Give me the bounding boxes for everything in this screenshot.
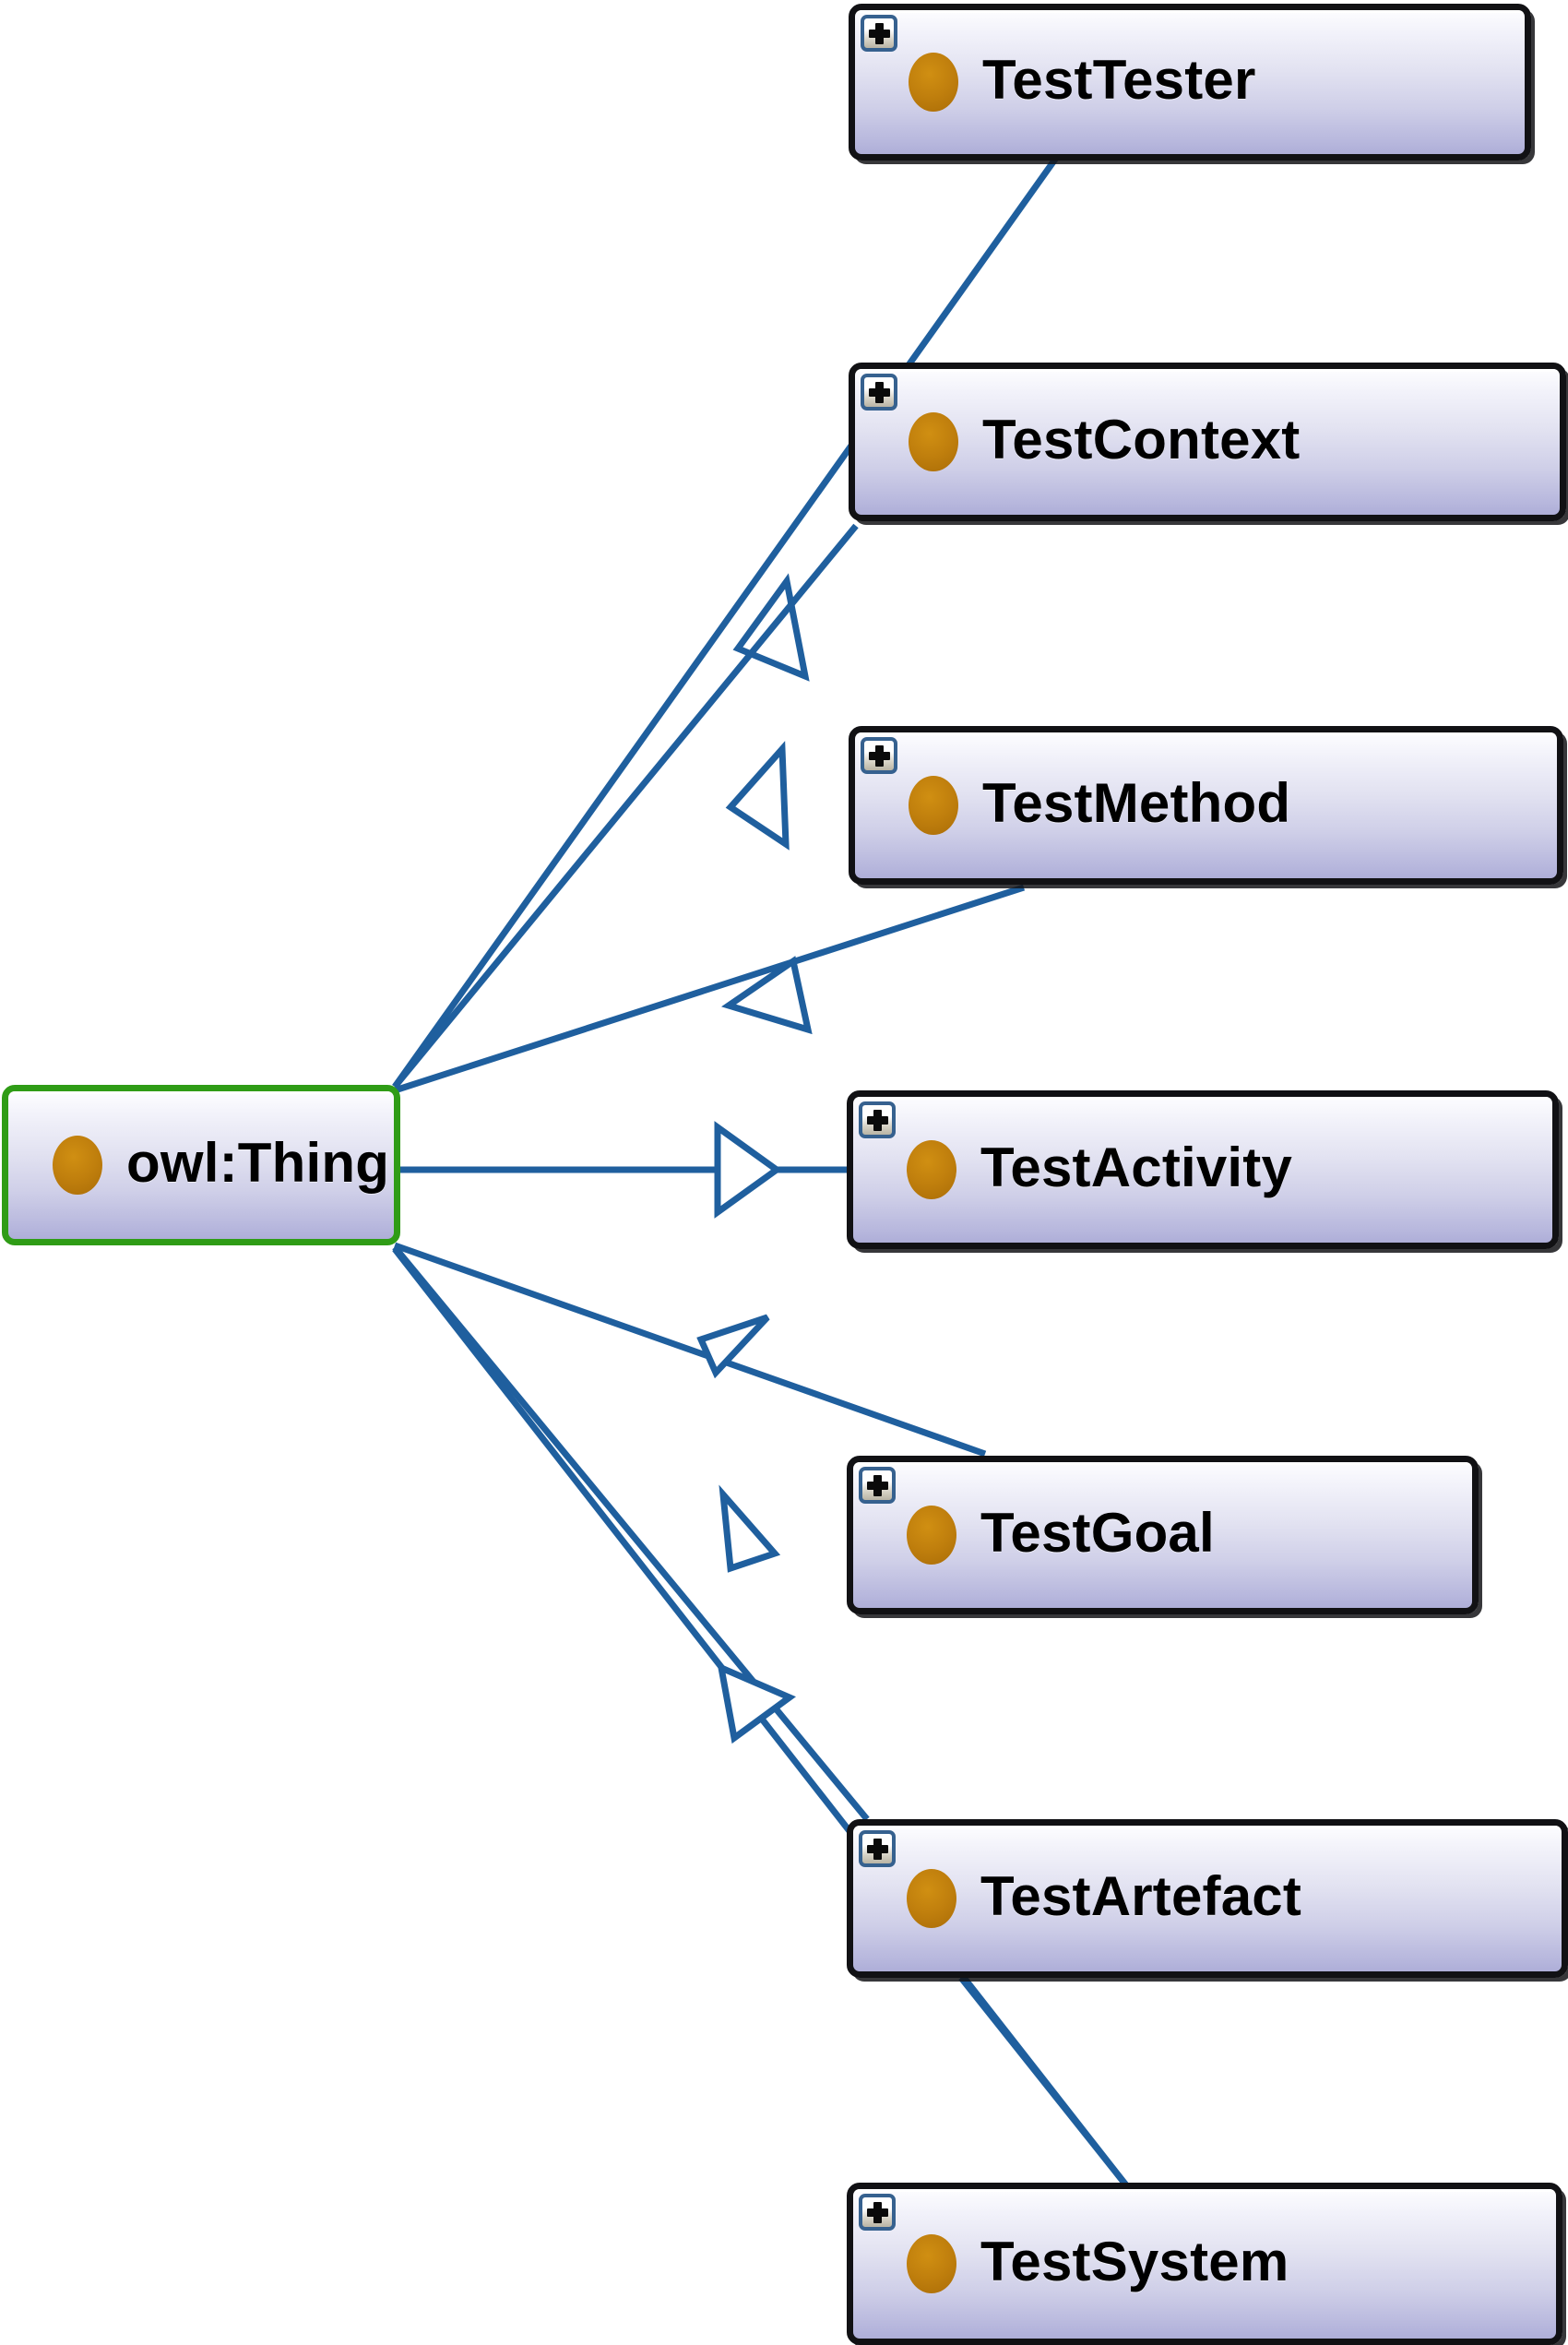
expand-icon[interactable] xyxy=(861,374,897,411)
plus-horizontal xyxy=(866,1481,888,1490)
plus-horizontal xyxy=(868,29,890,38)
class-node-label: TestArtefact xyxy=(980,1864,1302,1927)
edge-owlthing-testmethod xyxy=(393,884,1026,1094)
class-node-testcontext[interactable]: TestContext xyxy=(849,363,1566,521)
class-node-label: TestMethod xyxy=(982,771,1291,834)
plus-horizontal xyxy=(868,387,890,397)
class-node-testsystem[interactable]: TestSystem xyxy=(847,2183,1562,2345)
plus-horizontal xyxy=(866,2208,888,2217)
class-node-testartefact[interactable]: TestArtefact xyxy=(847,1819,1568,1978)
class-node-testgoal[interactable]: TestGoal xyxy=(847,1456,1479,1614)
owl-class-icon xyxy=(53,1136,102,1195)
class-node-label: TestGoal xyxy=(980,1501,1215,1564)
plus-horizontal xyxy=(866,1115,888,1125)
node-highlight xyxy=(855,369,1560,372)
edge-owlthing-testactivity xyxy=(398,1121,849,1219)
plus-horizontal xyxy=(866,1844,888,1853)
node-highlight xyxy=(853,1462,1472,1465)
node-highlight xyxy=(853,1097,1552,1100)
expand-icon[interactable] xyxy=(861,737,897,774)
plus-horizontal xyxy=(868,751,890,760)
class-node-testmethod[interactable]: TestMethod xyxy=(849,726,1563,885)
edge-owlthing-testartefact xyxy=(392,1244,870,1822)
owl-class-icon xyxy=(907,1506,956,1565)
edge-owlthing-testtester xyxy=(392,97,1100,1089)
class-node-testtester[interactable]: TestTester xyxy=(849,4,1531,161)
owl-class-icon xyxy=(907,2234,956,2293)
edge-owlthing-testcontext xyxy=(392,523,859,1089)
class-node-label: TestSystem xyxy=(980,2230,1289,2292)
class-node-label: TestContext xyxy=(982,408,1301,470)
class-node-label: TestTester xyxy=(982,48,1256,111)
edge-owlthing-testgoal xyxy=(393,1242,987,1458)
class-node-label: owl:Thing xyxy=(126,1131,390,1194)
owl-class-icon xyxy=(909,412,958,471)
owl-class-icon xyxy=(907,1140,956,1199)
node-highlight xyxy=(853,2189,1556,2192)
expand-icon[interactable] xyxy=(859,1830,896,1867)
class-node-label: TestActivity xyxy=(980,1136,1293,1198)
owl-class-icon xyxy=(909,776,958,835)
node-highlight xyxy=(853,1826,1562,1828)
owl-class-icon xyxy=(909,53,958,112)
class-node-testactivity[interactable]: TestActivity xyxy=(847,1090,1559,1249)
node-highlight xyxy=(8,1091,394,1094)
class-node-owl-thing[interactable]: owl:Thing xyxy=(2,1085,400,1245)
edge-owlthing-testsystem xyxy=(392,1246,1202,2281)
expand-icon[interactable] xyxy=(859,1101,896,1138)
node-highlight xyxy=(855,10,1525,13)
node-highlight xyxy=(855,732,1557,735)
expand-icon[interactable] xyxy=(859,1467,896,1504)
expand-icon[interactable] xyxy=(861,15,897,52)
owl-class-icon xyxy=(907,1869,956,1928)
expand-icon[interactable] xyxy=(859,2194,896,2231)
